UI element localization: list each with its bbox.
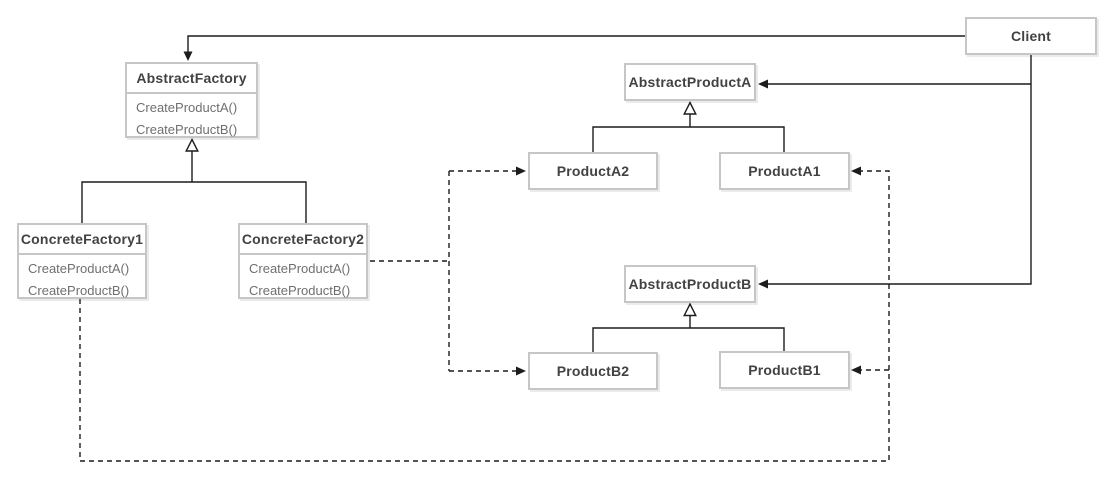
node-abstract-factory: AbstractFactory CreateProductA() CreateP… (125, 62, 258, 138)
edge-inherit-concrete-factories (81, 151, 307, 223)
arrowhead-into-product-a1 (851, 166, 861, 176)
node-concrete-factory1-methods: CreateProductA() CreateProductB() (19, 255, 145, 302)
edge-inherit-products-b (592, 315, 785, 352)
node-product-b1-title: ProductB1 (748, 362, 821, 378)
node-product-a2: ProductA2 (528, 152, 658, 190)
node-product-a2-title: ProductA2 (556, 163, 630, 179)
node-concrete-factory2-methods: CreateProductA() CreateProductB() (240, 255, 366, 302)
inheritance-triangle-abstract-product-b (683, 302, 697, 317)
node-concrete-factory1-title: ConcreteFactory1 (19, 225, 145, 255)
edge-concrete-factory1-creates (79, 170, 890, 462)
method-create-product-a: CreateProductA() (249, 261, 351, 276)
node-abstract-product-a-title: AbstractProductA (628, 74, 752, 90)
edge-concrete-factory2-creates (370, 170, 520, 372)
node-client-title: Client (1010, 28, 1052, 44)
arrowhead-into-abstract-product-a (758, 79, 768, 89)
method-create-product-a: CreateProductA() (136, 100, 238, 115)
edge-inherit-products-a (592, 114, 785, 152)
edge-client-to-abstract-product-b (763, 55, 1032, 285)
arrowhead-into-product-b2 (516, 366, 526, 376)
node-abstract-product-b-title: AbstractProductB (628, 276, 752, 292)
node-abstract-product-a: AbstractProductA (624, 63, 756, 101)
inheritance-triangle-abstract-product-a (683, 100, 697, 115)
node-product-a1-title: ProductA1 (748, 163, 821, 179)
node-concrete-factory2-title: ConcreteFactory2 (240, 225, 366, 255)
arrowhead-into-abstract-factory (183, 51, 193, 61)
arrowhead-into-product-a2 (516, 166, 526, 176)
node-product-b2: ProductB2 (528, 352, 658, 390)
method-create-product-a: CreateProductA() (28, 261, 130, 276)
node-abstract-product-b: AbstractProductB (624, 265, 756, 303)
node-concrete-factory2: ConcreteFactory2 CreateProductA() Create… (238, 223, 368, 299)
method-create-product-b: CreateProductB() (28, 283, 130, 298)
node-abstract-factory-methods: CreateProductA() CreateProductB() (127, 94, 256, 141)
node-abstract-factory-title: AbstractFactory (127, 64, 256, 94)
method-create-product-b: CreateProductB() (136, 122, 238, 137)
arrowhead-into-abstract-product-b (758, 279, 768, 289)
node-product-a1: ProductA1 (719, 152, 850, 190)
node-client: Client (965, 17, 1097, 55)
inheritance-triangle-abstract-factory (185, 137, 199, 152)
method-create-product-b: CreateProductB() (249, 283, 351, 298)
edge-client-to-abstract-factory (187, 35, 965, 58)
node-product-b1: ProductB1 (719, 351, 850, 389)
node-product-b2-title: ProductB2 (556, 363, 630, 379)
arrowhead-into-product-b1 (851, 365, 861, 375)
node-concrete-factory1: ConcreteFactory1 CreateProductA() Create… (17, 223, 147, 299)
